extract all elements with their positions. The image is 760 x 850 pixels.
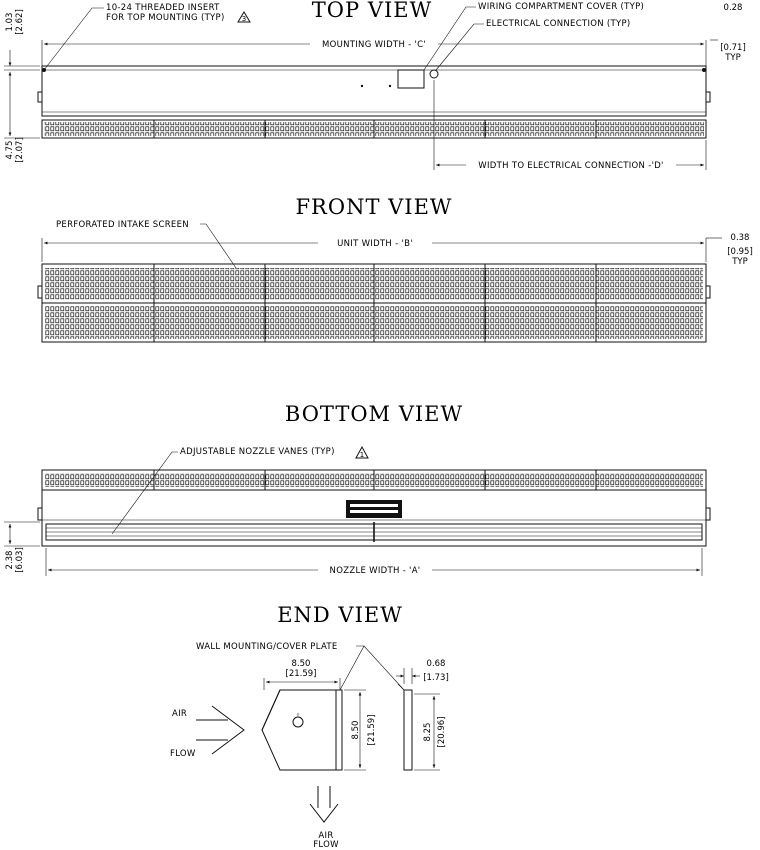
note-1-number: 1	[360, 451, 364, 459]
air-out-label: AIR	[318, 831, 333, 841]
screen-leader	[200, 223, 237, 269]
dim-068: 0.68	[427, 659, 446, 669]
top-view-screen	[41, 119, 707, 139]
bottom-view-title: BOTTOM VIEW	[285, 402, 463, 426]
bottom-view-body	[37, 469, 711, 547]
flow-out-label: FLOW	[313, 840, 339, 850]
dim-475: 4.75	[5, 141, 15, 160]
dim-038: 0.38	[731, 233, 750, 243]
dim-850-height-mm: [21.59]	[367, 715, 377, 746]
wall-plate-leader-1	[339, 645, 365, 691]
electrical-connection-leader	[435, 23, 484, 71]
top-view-body	[37, 65, 711, 117]
screen-label: PERFORATED INTAKE SCREEN	[56, 220, 189, 230]
air-flow-out-arrow-icon	[309, 786, 339, 823]
dim-028-typ: TYP	[724, 53, 741, 63]
air-in-label: AIR	[172, 709, 187, 719]
end-view-profile	[261, 689, 343, 771]
nameplate	[346, 500, 402, 518]
note-3-number: 3	[242, 15, 246, 23]
wiring-compartment-cover	[397, 69, 425, 89]
dim-238-mm: [6.03]	[15, 547, 25, 573]
note-3-triangle-icon	[237, 11, 251, 23]
end-view-title: END VIEW	[277, 603, 403, 627]
dim-850-height: 8.50	[351, 721, 361, 740]
dim-028: 0.28	[724, 3, 743, 13]
dim-238: 2.38	[5, 551, 15, 570]
cover-plate	[397, 683, 413, 771]
dim-850-width: 8.50	[292, 659, 311, 669]
front-view-body	[37, 263, 711, 343]
flow-in-label: FLOW	[170, 749, 196, 759]
air-flow-in-arrow-icon	[196, 705, 245, 755]
vanes-leader	[111, 451, 178, 535]
dim-103-mm: [2.62]	[15, 9, 25, 35]
wiring-cover-leader	[423, 6, 476, 71]
dim-103: 1.03	[5, 13, 15, 32]
dim-038-typ: TYP	[731, 257, 748, 267]
wiring-cover-label: WIRING COMPARTMENT COVER (TYP)	[478, 2, 644, 12]
dim-028-mm: [0.71]	[720, 43, 746, 53]
dim-825-mm: [20.96]	[437, 717, 447, 748]
vanes-label: ADJUSTABLE NOZZLE VANES (TYP)	[180, 447, 335, 457]
width-to-electrical-label: WIDTH TO ELECTRICAL CONNECTION -'D'	[478, 161, 663, 171]
unit-width-label: UNIT WIDTH - 'B'	[337, 239, 413, 249]
insert-label-1: 10-24 THREADED INSERT	[106, 3, 220, 13]
dim-825: 8.25	[423, 723, 433, 742]
dim-475-mm: [2.07]	[15, 137, 25, 163]
wall-plate-leader-2	[363, 645, 405, 691]
insert-label-2: FOR TOP MOUNTING (TYP)	[106, 13, 225, 23]
mounting-width-label: MOUNTING WIDTH - 'C'	[322, 40, 426, 50]
wall-plate-label: WALL MOUNTING/COVER PLATE	[196, 642, 338, 652]
dim-068-mm: [1.73]	[423, 673, 449, 683]
electrical-connection-icon	[429, 69, 439, 79]
front-view-title: FRONT VIEW	[295, 195, 452, 219]
nozzle-width-label: NOZZLE WIDTH - 'A'	[330, 566, 421, 576]
top-view-title: TOP VIEW	[312, 0, 432, 22]
insert-leader	[43, 7, 104, 71]
note-1-triangle-icon	[355, 445, 369, 459]
dim-038-mm: [0.95]	[727, 247, 753, 257]
electrical-connection-label: ELECTRICAL CONNECTION (TYP)	[486, 19, 631, 29]
dim-850-width-mm: [21.59]	[286, 669, 317, 679]
